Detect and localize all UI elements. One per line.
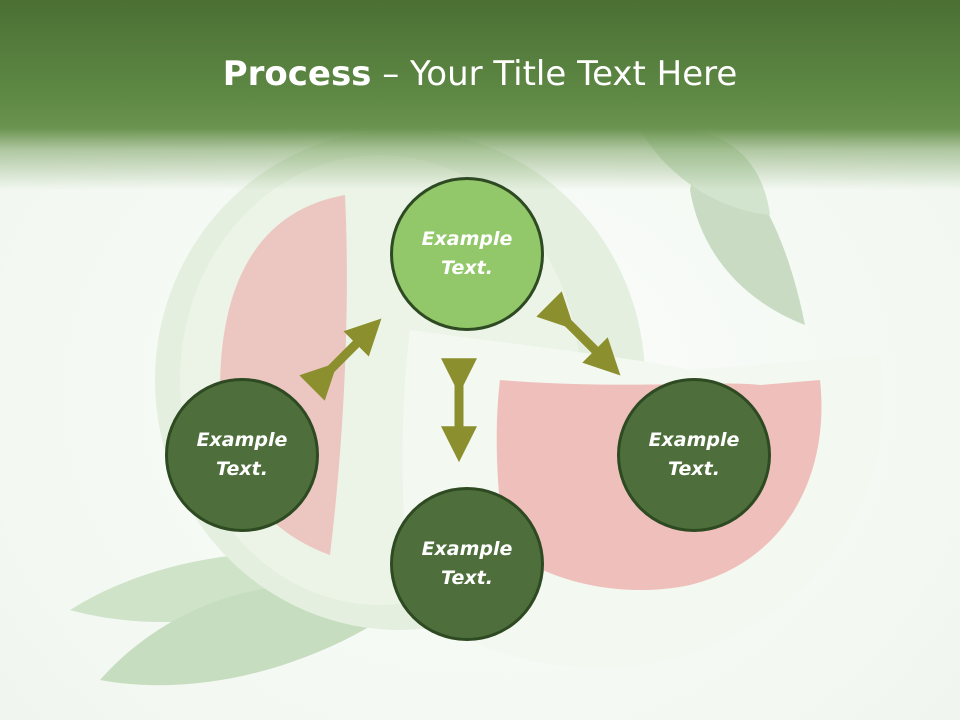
title-bold: Process <box>222 54 372 94</box>
process-node-right: Example Text. <box>617 378 771 532</box>
process-node-left-label: Example Text. <box>196 429 288 480</box>
process-node-right-label: Example Text. <box>648 429 740 480</box>
double-arrow-left-icon <box>299 318 382 401</box>
double-arrow-right-icon <box>536 291 621 376</box>
process-node-top: Example Text. <box>390 177 544 331</box>
slide-title: Process – Your Title Text Here <box>0 52 960 96</box>
process-node-bottom: Example Text. <box>390 487 544 641</box>
title-rest: – Your Title Text Here <box>371 54 738 94</box>
title-bar: Process – Your Title Text Here <box>0 0 960 190</box>
process-node-top-label: Example Text. <box>421 228 513 279</box>
process-node-left: Example Text. <box>165 378 319 532</box>
process-node-bottom-label: Example Text. <box>421 538 513 589</box>
